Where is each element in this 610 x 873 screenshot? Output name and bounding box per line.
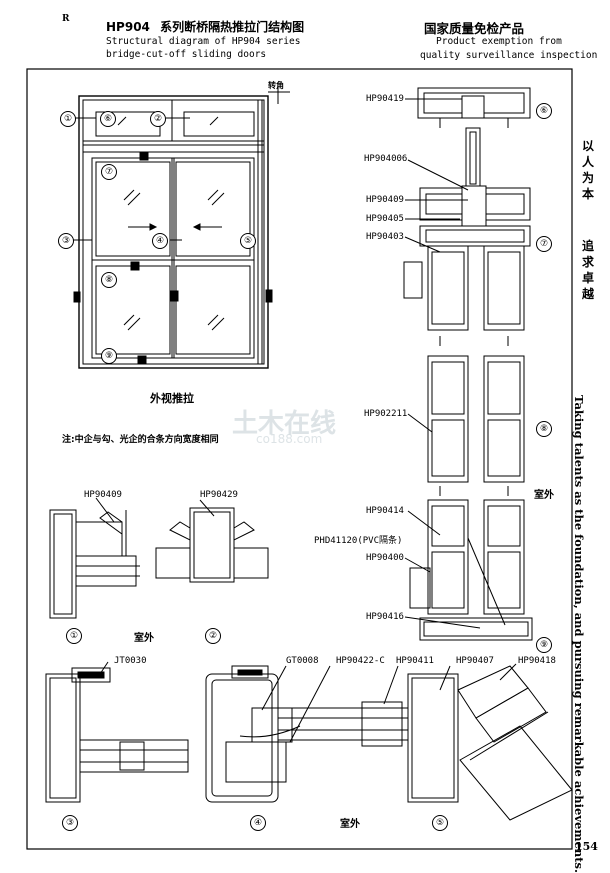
label-hp90414: HP90414: [366, 506, 404, 516]
callout-7: ⑦: [101, 164, 117, 180]
title-en-line-1: Structural diagram of HP904 series: [106, 36, 301, 47]
elevation-note: 注:中企与勾、光企的合条方向宽度相同: [62, 435, 219, 445]
watermark-logo-cn: 土木在线: [232, 409, 337, 439]
series-code: HP904: [106, 20, 150, 34]
label-hp904006: HP904006: [364, 154, 408, 164]
label-hp90418: HP90418: [518, 656, 556, 666]
outside-label-detail-1: 室外: [134, 633, 154, 644]
label-hp90422c: HP90422-C: [336, 656, 385, 666]
label-phd41120: PHD41120(PVC隔条): [314, 536, 403, 546]
callout-1: ①: [60, 111, 76, 127]
callout-7-section: ⑦: [536, 236, 552, 252]
label-hp902211: HP902211: [364, 409, 408, 419]
title-en-line-2: bridge-cut-off sliding doors: [106, 49, 267, 60]
certification-cn: 国家质量免检产品: [424, 21, 525, 36]
registered-mark: R: [62, 14, 70, 24]
callout-9-section: ⑨: [536, 637, 552, 653]
page-number: 154: [575, 840, 598, 853]
vertical-section: [403, 87, 533, 641]
callout-4: ④: [152, 233, 168, 249]
label-hp90411: HP90411: [396, 656, 434, 666]
callout-3: ③: [58, 233, 74, 249]
slogan-en: Taking talents as the foundation, and pu…: [572, 395, 586, 873]
callout-2: ②: [150, 111, 166, 127]
callout-3-detail: ③: [62, 815, 78, 831]
title-cn: 系列断桥隔热推拉门结构图: [160, 20, 305, 34]
callout-4-detail: ④: [250, 815, 266, 831]
details-3-4-5: [45, 661, 573, 821]
callout-8-section: ⑧: [536, 421, 552, 437]
label-hp90403: HP90403: [366, 232, 404, 242]
label-hp90429: HP90429: [200, 490, 238, 500]
callout-2-detail: ②: [205, 628, 221, 644]
outside-label-section: 室外: [534, 490, 554, 501]
callout-6: ⑥: [100, 111, 116, 127]
watermark-logo-en: co188.com: [256, 432, 323, 446]
label-hp90409-section: HP90409: [366, 195, 404, 205]
callout-9: ⑨: [101, 348, 117, 364]
slogan-cn-2: 追求卓越: [581, 239, 594, 301]
label-hp90409: HP90409: [84, 490, 122, 500]
callout-5: ⑤: [240, 233, 256, 249]
label-hp90400: HP90400: [366, 553, 404, 563]
label-hp90419: HP90419: [366, 94, 404, 104]
label-gt0008: GT0008: [286, 656, 319, 666]
corner-label: 转角: [268, 81, 284, 90]
slogan-cn-1: 以人为本: [581, 139, 594, 201]
elevation-frame: [67, 86, 290, 369]
page-title: HP904 系列断桥隔热推拉门结构图: [106, 18, 304, 35]
callout-1-detail: ①: [66, 628, 82, 644]
label-jt0030: JT0030: [114, 656, 147, 666]
callout-6-section: ⑥: [536, 103, 552, 119]
callout-8: ⑧: [101, 272, 117, 288]
label-hp90416: HP90416: [366, 612, 404, 622]
label-hp90405: HP90405: [366, 214, 404, 224]
label-hp90407: HP90407: [456, 656, 494, 666]
outside-label-detail-4: 室外: [340, 819, 360, 830]
elevation-caption: 外视推拉: [150, 392, 194, 405]
callout-5-detail: ⑤: [432, 815, 448, 831]
details-1-2: [49, 497, 269, 619]
certification-en-line-2: quality surveillance inspection: [420, 50, 598, 61]
certification-en-line-1: Product exemption from: [436, 36, 562, 47]
